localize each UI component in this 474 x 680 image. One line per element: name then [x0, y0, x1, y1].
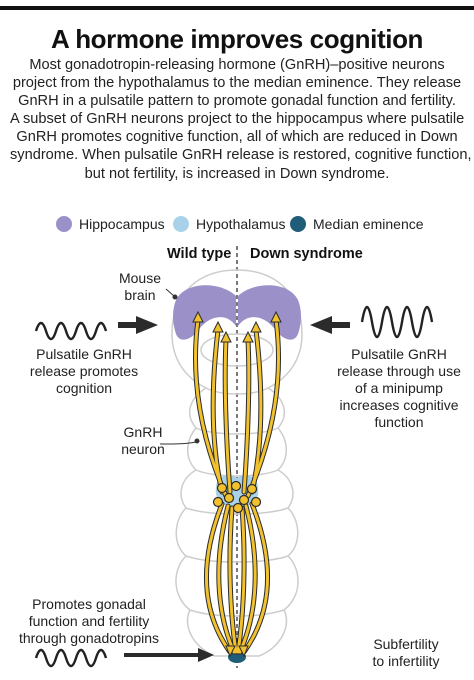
- fiber-arrowheads: [192, 310, 282, 658]
- label-left-top: Pulsatile GnRH release promotes cognitio…: [29, 346, 139, 396]
- legend-hippocampus: Hippocampus: [56, 214, 165, 234]
- intro-line: syndrome. When pulsatile GnRH release is…: [10, 147, 472, 164]
- neuron-cell-bodies: [212, 480, 262, 514]
- label-mouse-brain: Mouse brain: [118, 270, 162, 303]
- intro-line: GnRH in a pulsatile pattern to promote g…: [18, 93, 456, 110]
- black-arrows: [118, 316, 350, 662]
- hippocampus-right: [238, 285, 301, 340]
- header-down-syndrome: Down syndrome: [250, 246, 363, 262]
- header-wild-type: Wild type: [167, 246, 232, 262]
- label-left-bottom: Promotes gonadal function and fertility …: [18, 596, 160, 646]
- label-right-bottom: Subfertility to infertility: [372, 636, 440, 669]
- intro-line: GnRH promotes cognitive function, all of…: [16, 129, 458, 146]
- legend-swatch: [290, 216, 306, 232]
- pulse-waves: [34, 305, 434, 668]
- intro-line: A subset of GnRH neurons project to the …: [10, 111, 465, 128]
- pulsatile-wave-left-bottom: [34, 648, 108, 668]
- label-gnrh-neuron: GnRH neuron: [121, 424, 165, 457]
- legend-label: Hypothalamus: [196, 216, 286, 232]
- hippocampus-left: [173, 285, 236, 340]
- legend-label: Hippocampus: [79, 216, 165, 232]
- intro-line: Most gonadotropin-releasing hormone (GnR…: [29, 57, 445, 73]
- legend-label: Median eminence: [313, 216, 424, 232]
- legend-swatch: [173, 216, 189, 232]
- leader-lines: [159, 288, 200, 445]
- intro-line: but not fertility, is increased in Down …: [84, 165, 390, 182]
- intro-text: Most gonadotropin-releasing hormone (GnR…: [10, 56, 472, 183]
- pulsatile-wave-right-top: [360, 305, 434, 339]
- legend-swatch: [56, 216, 72, 232]
- top-rule: [0, 6, 474, 10]
- neuron-fibers: [193, 317, 281, 655]
- pulsatile-wave-left-top: [34, 321, 108, 341]
- label-right-top: Pulsatile GnRH release through use of a …: [337, 346, 461, 430]
- legend-median-eminence: Median eminence: [290, 214, 424, 234]
- figure-title: A hormone improves cognition: [50, 24, 424, 54]
- intro-line: project from the hypothalamus to the med…: [12, 75, 462, 92]
- legend-hypothalamus: Hypothalamus: [173, 214, 286, 234]
